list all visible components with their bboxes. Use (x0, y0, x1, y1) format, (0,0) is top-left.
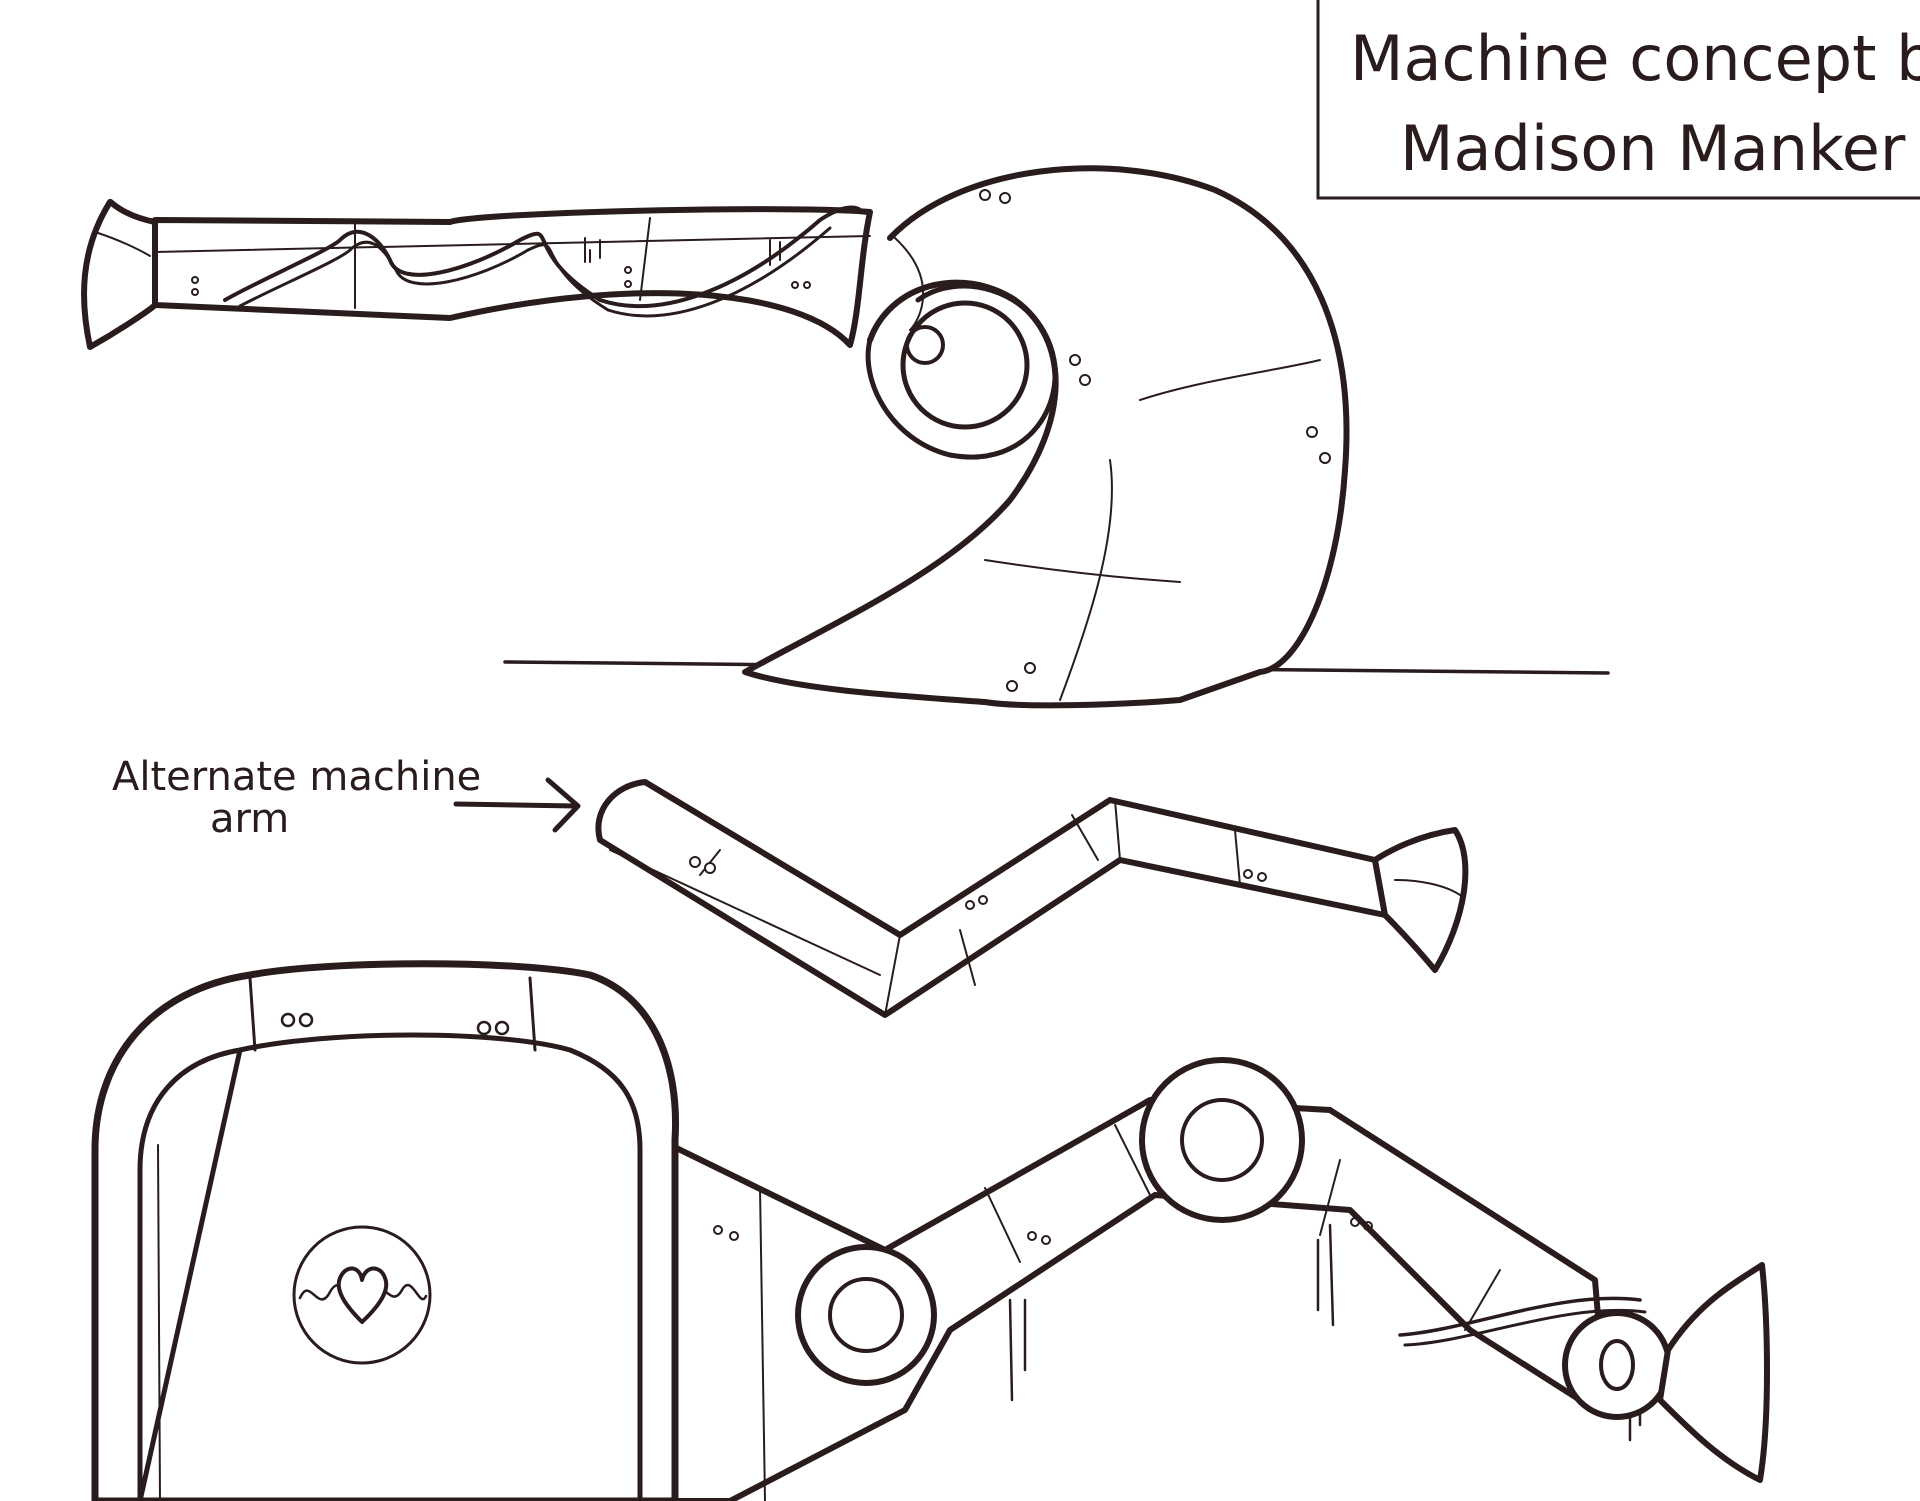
arrow-right-icon (453, 777, 581, 833)
bottom-machine (91, 960, 1770, 1501)
heart-icon (336, 1266, 389, 1324)
bottom-arm-funnel (1657, 1262, 1770, 1483)
annotation-line-1: Alternate machine (112, 754, 481, 800)
top-arm-vine (223, 205, 862, 309)
annotation-line-2: arm (210, 796, 289, 842)
dome-spiral (865, 283, 1058, 460)
tablet-screen (137, 1032, 643, 1501)
title-line-1: Machine concept by (1350, 22, 1920, 95)
title-box: Machine concept by Madison Manker (1316, 0, 1920, 200)
annotation: Alternate machine arm (112, 754, 581, 842)
top-machine (81, 165, 1610, 709)
top-arm-funnel (81, 198, 158, 350)
alternate-arm-funnel (1372, 827, 1469, 973)
joint-1 (795, 1244, 937, 1386)
dome-eye-outer (900, 300, 1030, 430)
title-line-2: Madison Manker (1400, 112, 1906, 185)
joint-2 (1139, 1057, 1305, 1223)
dome-eye-inner (905, 325, 945, 365)
joint-3 (1562, 1310, 1672, 1420)
alternate-arm (595, 779, 1469, 1018)
